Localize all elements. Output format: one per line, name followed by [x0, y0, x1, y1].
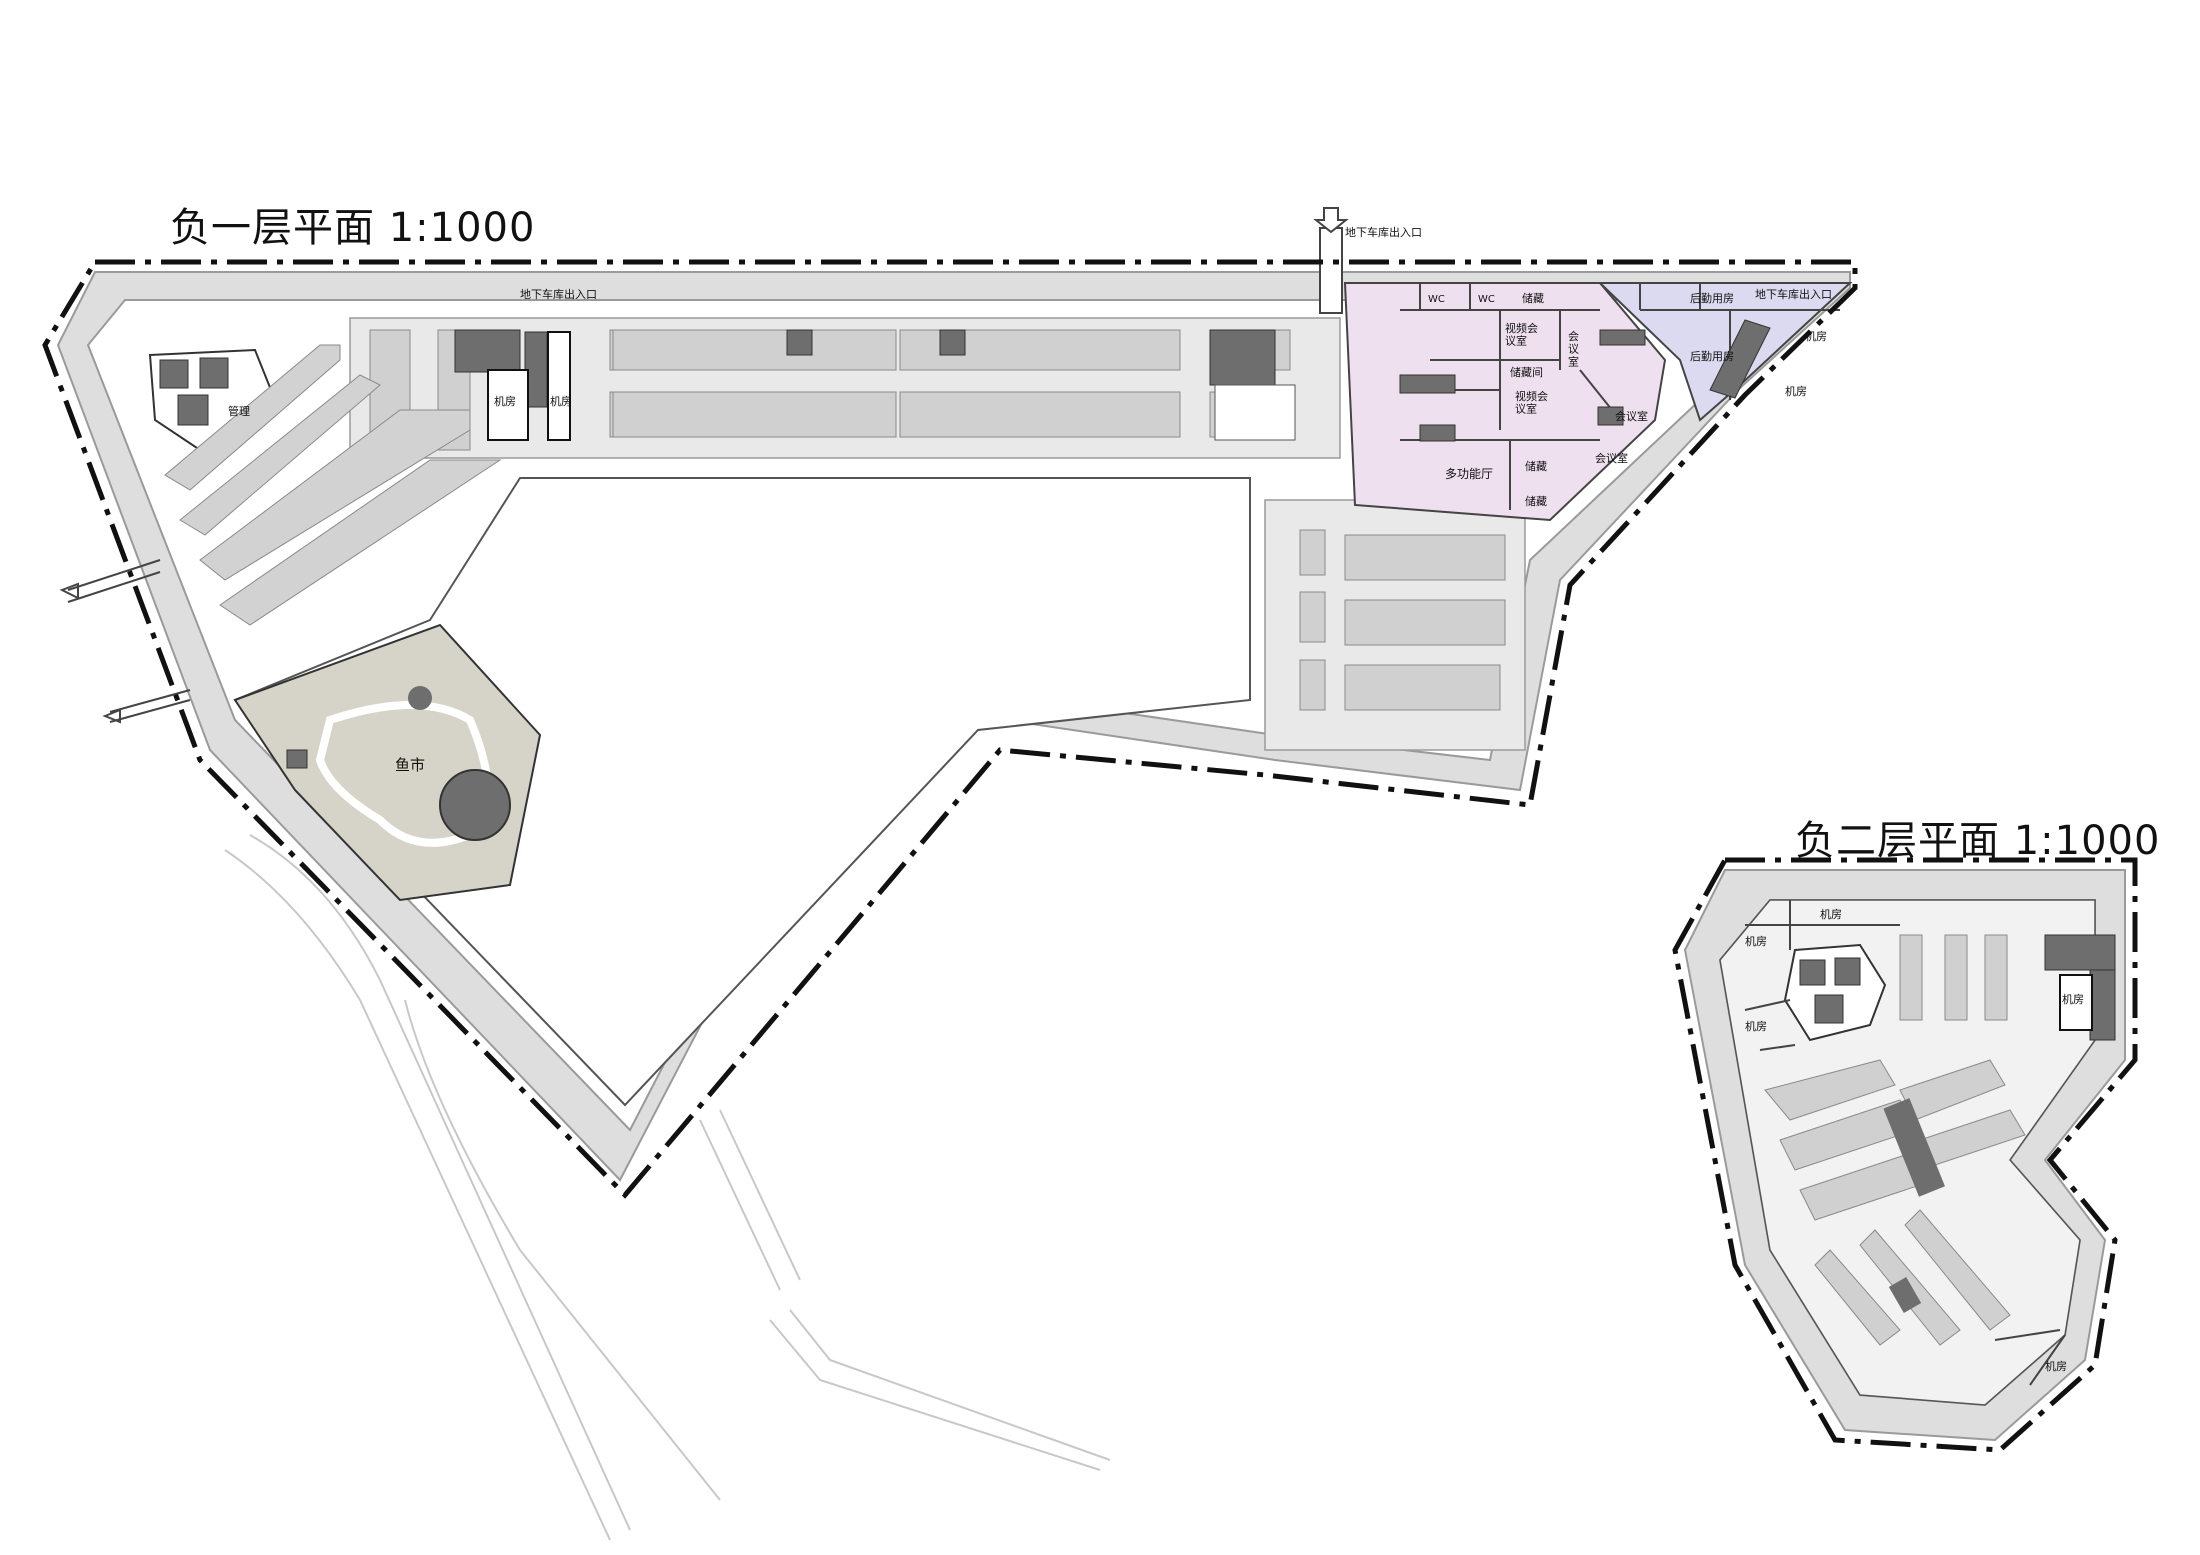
stair-cores [454, 329, 1276, 408]
b2-ramp [1883, 1098, 1945, 1197]
label-mgmt: 管理 [228, 404, 250, 418]
office-cores [1399, 329, 1646, 442]
label-video-conf-1: 视频会议室 [1505, 321, 1538, 348]
label-storage-3: 储藏 [1525, 459, 1547, 473]
label-conf-room-1: 会议室 [1615, 409, 1648, 423]
b2-boundary [1672, 857, 2138, 1453]
label-b2-machine-room-4: 机房 [2062, 992, 2084, 1006]
logistics-core [1709, 319, 1771, 399]
label-machine-room-c: 机房 [1805, 329, 1827, 343]
b2-machine-box [2059, 974, 2093, 1031]
label-logistics-2: 后勤用房 [1690, 350, 1734, 363]
label-storage-2: 储藏间 [1510, 365, 1543, 379]
label-machine-room-d: 机房 [1785, 384, 1807, 398]
label-b2-machine-room-5: 机房 [2045, 1359, 2067, 1373]
label-garage-entry-road: 地下车库出入口 [520, 287, 597, 301]
label-storage-1: 储藏 [1522, 291, 1544, 305]
white-box-right [1214, 384, 1296, 441]
b2-room-lines [1744, 900, 2066, 1386]
left-parking [164, 344, 502, 626]
shoreline [224, 834, 1111, 1541]
b2-plan-title: 负二层平面 1:1000 [1795, 818, 2161, 864]
courtyard-edge [233, 477, 1251, 1107]
machine-room-box-b [547, 331, 571, 441]
label-fish-market: 鱼市 [395, 756, 425, 774]
label-b2-machine-room-1: 机房 [1820, 907, 1842, 921]
top-entry-arrow [1313, 207, 1349, 314]
label-logistics-1: 后勤用房 [1690, 292, 1734, 305]
left-entry-arrows [59, 559, 191, 724]
b2-plan [1672, 857, 2138, 1453]
label-wc-1: WC [1428, 294, 1445, 305]
label-machine-room-a: 机房 [494, 394, 516, 408]
label-video-conf-2: 视频会议室 [1515, 389, 1548, 416]
fish-market-tree [408, 686, 432, 710]
label-conf-vertical: 会议室 [1568, 330, 1579, 368]
b1-labels: 地下车库出入口 地下车库出入口 地下车库出入口 管理 机房 机房 鱼市 WC W… [228, 225, 1832, 774]
label-garage-entry-top: 地下车库出入口 [1345, 225, 1422, 239]
fish-market-core [286, 749, 308, 769]
logistics-zone [1597, 282, 1853, 422]
label-storage-4: 储藏 [1525, 494, 1547, 508]
label-machine-room-b: 机房 [550, 394, 572, 408]
b2-cores [1799, 934, 2116, 1041]
right-parking-bays [1299, 529, 1506, 711]
label-wc-2: WC [1478, 294, 1495, 305]
label-b2-machine-room-3: 机房 [1745, 1019, 1767, 1033]
fish-market-fountain [439, 769, 511, 841]
b2-ramp-2 [1888, 1277, 1922, 1313]
label-b2-machine-room-2: 机房 [1745, 934, 1767, 948]
b2-labels: 机房 机房 机房 机房 机房 [1745, 907, 2084, 1373]
b1-plan [42, 207, 1858, 1541]
label-conf-room-2: 会议室 [1595, 451, 1628, 465]
b1-plan-title: 负一层平面 1:1000 [170, 205, 536, 251]
machine-room-box-a [487, 369, 529, 441]
label-multi-hall: 多功能厅 [1445, 467, 1493, 481]
mgmt-cores [159, 357, 229, 426]
label-garage-entry-right: 地下车库出入口 [1755, 287, 1832, 301]
